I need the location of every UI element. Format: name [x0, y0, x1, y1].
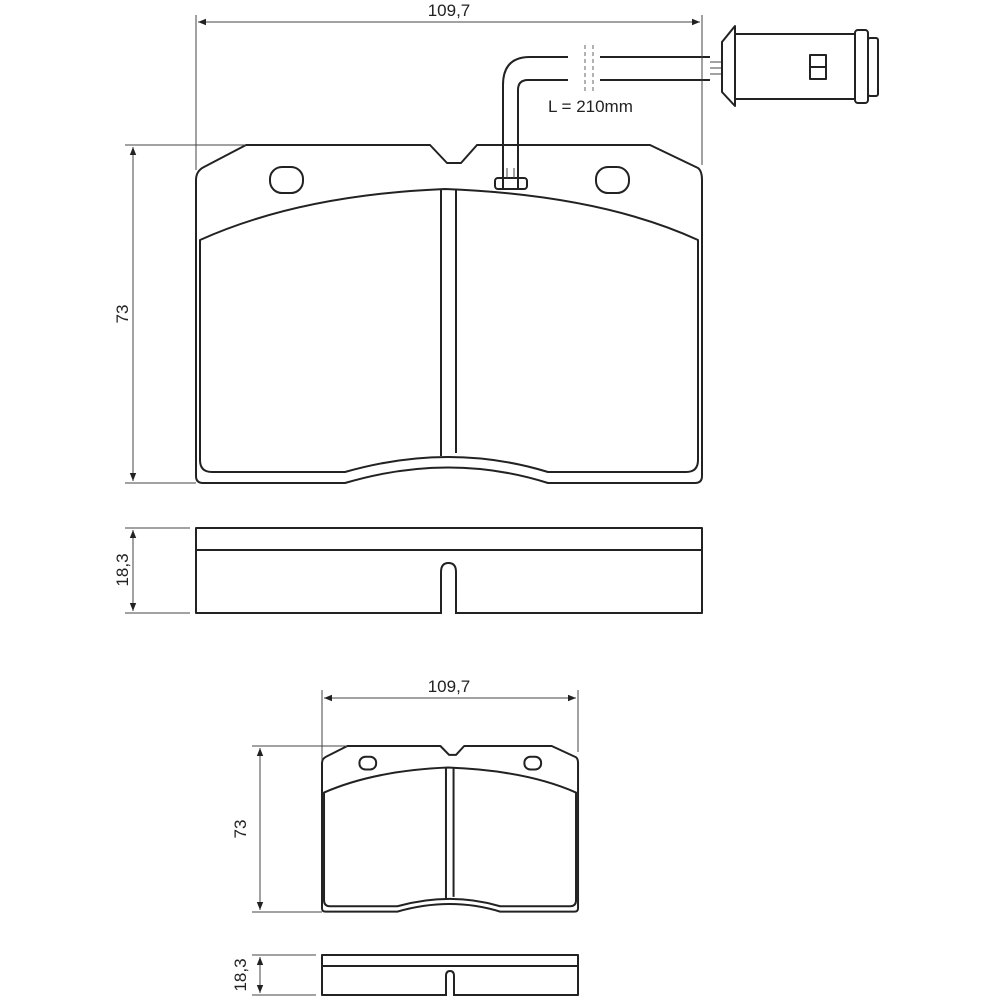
small-width-dimension: [322, 690, 578, 760]
connector-flange: [722, 26, 735, 106]
large-height-label: 73: [113, 305, 132, 324]
large-pad-side-view: [125, 528, 702, 615]
small-height-dimension: [252, 746, 347, 912]
large-thickness-label: 18,3: [113, 553, 132, 586]
small-thickness-label: 18,3: [231, 958, 250, 991]
small-pad-side-view: [252, 955, 578, 997]
wear-sensor: [495, 26, 878, 190]
small-height-label: 73: [231, 820, 250, 839]
sensor-length-label: L = 210mm: [548, 97, 633, 116]
large-height-dimension: [125, 145, 246, 483]
large-width-label: 109,7: [428, 1, 471, 20]
connector-body: [735, 34, 855, 99]
small-width-label: 109,7: [428, 677, 471, 696]
large-pad-front-view: [195, 144, 703, 484]
small-pad-front-view: [321, 745, 579, 913]
large-width-dimension: [196, 15, 702, 170]
